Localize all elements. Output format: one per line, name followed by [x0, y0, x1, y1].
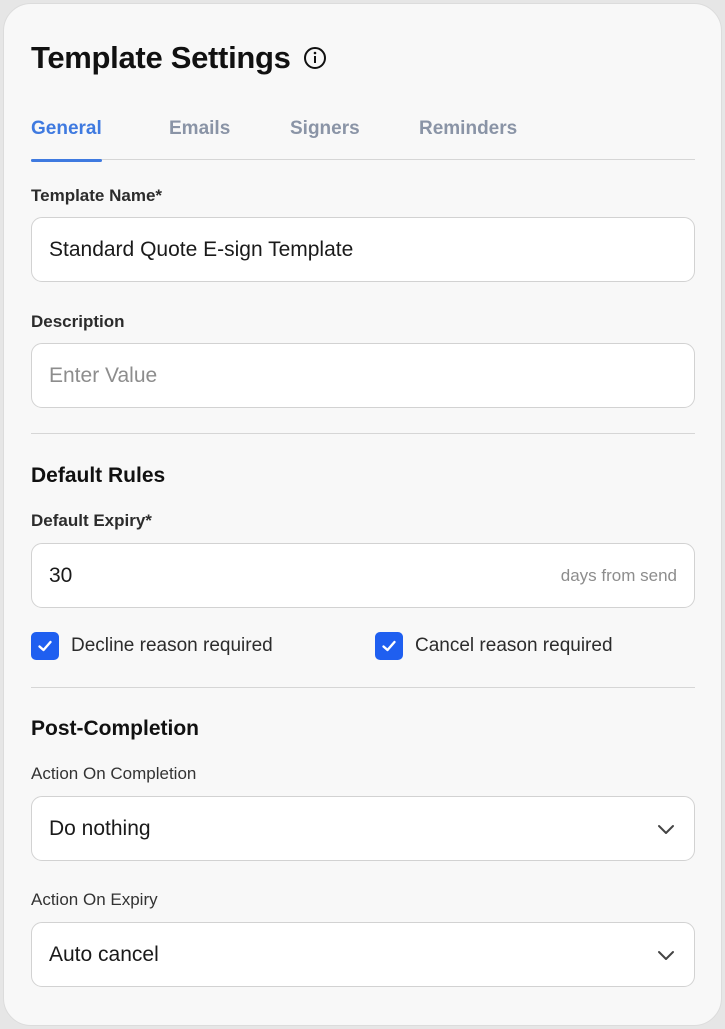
default-expiry-field: days from send	[31, 543, 695, 608]
chevron-down-icon	[658, 824, 674, 834]
tab-signers[interactable]: Signers	[290, 118, 360, 139]
cancel-reason-checkbox[interactable]	[375, 632, 403, 660]
tab-emails[interactable]: Emails	[169, 118, 231, 139]
tab-reminders[interactable]: Reminders	[419, 118, 518, 139]
action-on-expiry-label: Action On Expiry	[31, 890, 158, 909]
template-name-input[interactable]	[49, 218, 677, 281]
action-on-completion-label: Action On Completion	[31, 764, 197, 783]
action-on-completion-select[interactable]: Do nothing	[31, 796, 695, 861]
decline-reason-checkbox[interactable]	[31, 632, 59, 660]
tab-bar: General Emails Signers Reminders	[31, 118, 695, 162]
description-field	[31, 343, 695, 408]
description-label: Description	[31, 312, 125, 331]
action-on-expiry-select[interactable]: Auto cancel	[31, 922, 695, 987]
action-on-completion-value: Do nothing	[49, 816, 151, 840]
expiry-suffix: days from send	[560, 565, 677, 585]
header: Template Settings	[31, 40, 327, 76]
description-input[interactable]	[49, 344, 677, 407]
divider	[31, 433, 695, 434]
template-name-label: Template Name*	[31, 186, 163, 205]
default-expiry-label: Default Expiry*	[31, 511, 152, 530]
checkmark-icon	[382, 640, 396, 652]
tab-general[interactable]: General	[31, 118, 102, 162]
decline-reason-label: Decline reason required	[71, 635, 273, 656]
page-title: Template Settings	[31, 40, 291, 75]
default-expiry-input[interactable]	[49, 544, 561, 607]
chevron-down-icon	[658, 950, 674, 960]
info-icon[interactable]	[303, 46, 327, 70]
action-on-expiry-value: Auto cancel	[49, 942, 159, 966]
decline-reason-option[interactable]: Decline reason required	[31, 632, 273, 660]
post-completion-heading: Post-Completion	[31, 717, 199, 740]
default-rules-heading: Default Rules	[31, 464, 166, 487]
cancel-reason-option[interactable]: Cancel reason required	[375, 632, 613, 660]
divider	[31, 687, 695, 688]
template-settings-card: Template Settings General Emails Signers…	[3, 3, 722, 1026]
template-name-field	[31, 217, 695, 282]
checkmark-icon	[38, 640, 52, 652]
cancel-reason-label: Cancel reason required	[415, 635, 613, 656]
